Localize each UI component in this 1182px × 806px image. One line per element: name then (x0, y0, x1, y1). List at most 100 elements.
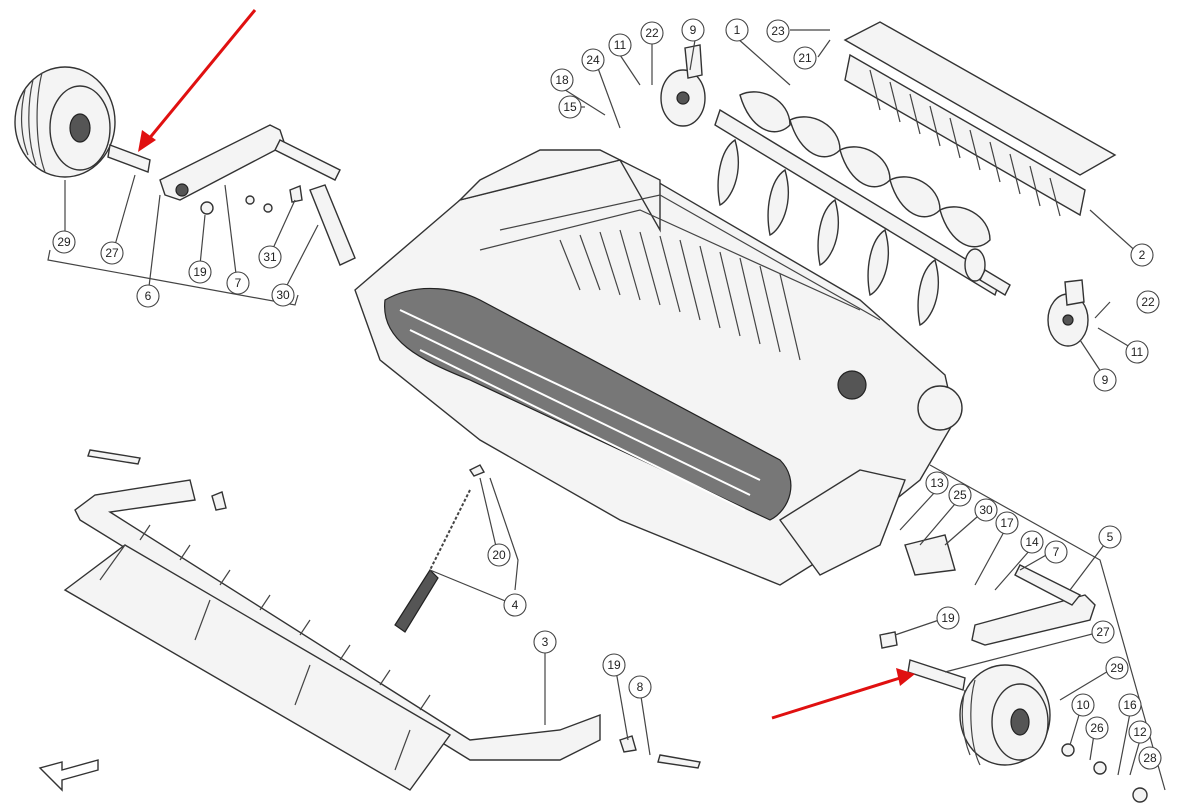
svg-text:7: 7 (235, 276, 242, 290)
tine-rotor (384, 287, 792, 521)
callout-6: 6 (136, 284, 160, 308)
callout-29-right: 29 (1105, 656, 1129, 680)
svg-text:19: 19 (607, 658, 621, 672)
callout-11-top: 11 (608, 33, 632, 57)
svg-text:30: 30 (979, 503, 993, 517)
tension-spring (394, 464, 486, 633)
svg-text:9: 9 (690, 23, 697, 37)
callout-17: 17 (995, 511, 1019, 535)
svg-text:23: 23 (771, 24, 785, 38)
bearing-plate-bottom (1047, 279, 1089, 347)
callout-14: 14 (1020, 530, 1044, 554)
callout-23: 23 (766, 19, 790, 43)
svg-text:4: 4 (512, 598, 519, 612)
svg-text:28: 28 (1143, 751, 1157, 765)
callout-27-right: 27 (1091, 620, 1115, 644)
stripper-comb (843, 21, 1117, 217)
callout-31: 31 (258, 245, 282, 269)
callout-28: 28 (1138, 746, 1162, 770)
svg-text:31: 31 (263, 250, 277, 264)
svg-text:12: 12 (1133, 725, 1147, 739)
svg-text:27: 27 (105, 246, 119, 260)
svg-text:29: 29 (57, 235, 71, 249)
svg-text:3: 3 (542, 635, 549, 649)
svg-text:21: 21 (798, 51, 812, 65)
callout-9-top: 9 (681, 18, 705, 42)
callout-18: 18 (550, 68, 574, 92)
callout-4: 4 (503, 593, 527, 617)
svg-text:5: 5 (1107, 530, 1114, 544)
svg-text:17: 17 (1000, 516, 1014, 530)
left-height-plate (309, 184, 356, 266)
svg-text:19: 19 (941, 611, 955, 625)
front-guard (63, 449, 601, 791)
svg-text:25: 25 (953, 488, 967, 502)
callout-19-right: 19 (936, 606, 960, 630)
svg-text:10: 10 (1076, 698, 1090, 712)
svg-text:16: 16 (1123, 698, 1137, 712)
bearing-plate-top (660, 44, 706, 127)
callout-1: 1 (725, 18, 749, 42)
callout-12: 12 (1128, 720, 1152, 744)
svg-text:26: 26 (1090, 721, 1104, 735)
left-small-parts (200, 185, 303, 215)
callout-19-left: 19 (188, 260, 212, 284)
left-wheel-axle (107, 144, 151, 173)
callout-10: 10 (1071, 693, 1095, 717)
svg-text:20: 20 (492, 548, 506, 562)
highlight-arrow-right (771, 668, 915, 720)
svg-text:13: 13 (930, 476, 944, 490)
svg-text:24: 24 (586, 53, 600, 67)
highlight-arrow-left (138, 9, 257, 152)
svg-text:11: 11 (1131, 345, 1144, 359)
callout-7-left: 7 (226, 271, 250, 295)
svg-text:7: 7 (1053, 545, 1060, 559)
svg-text:6: 6 (145, 289, 152, 303)
callout-3: 3 (533, 630, 557, 654)
svg-text:8: 8 (637, 680, 644, 694)
guide-tines (559, 229, 801, 361)
callout-2: 2 (1130, 243, 1154, 267)
right-height-plate (904, 534, 956, 576)
svg-text:9: 9 (1102, 373, 1109, 387)
callout-9-bottom: 9 (1093, 368, 1117, 392)
right-wheel-arm (971, 564, 1096, 646)
left-wheel (14, 66, 116, 178)
svg-text:22: 22 (645, 26, 659, 40)
callout-21: 21 (793, 46, 817, 70)
svg-text:22: 22 (1141, 295, 1155, 309)
callout-30-right: 30 (974, 498, 998, 522)
callout-26: 26 (1085, 716, 1109, 740)
svg-text:1: 1 (734, 23, 741, 37)
callout-7-right: 7 (1044, 540, 1068, 564)
svg-text:19: 19 (193, 265, 207, 279)
callout-30-left: 30 (271, 283, 295, 307)
svg-text:27: 27 (1096, 625, 1110, 639)
callout-11-right: 11 (1125, 340, 1149, 364)
callout-15: 15 (558, 95, 582, 119)
svg-text:30: 30 (276, 288, 290, 302)
svg-text:18: 18 (555, 73, 569, 87)
callout-25: 25 (948, 483, 972, 507)
callout-22-top: 22 (640, 21, 664, 45)
callout-27-left: 27 (100, 241, 124, 265)
callout-24: 24 (581, 48, 605, 72)
callout-13: 13 (925, 471, 949, 495)
callout-19-front: 19 (602, 653, 626, 677)
svg-text:14: 14 (1025, 535, 1039, 549)
callout-16: 16 (1118, 693, 1142, 717)
svg-text:29: 29 (1110, 661, 1124, 675)
right-wheel (959, 664, 1051, 766)
callout-29-left: 29 (52, 230, 76, 254)
callout-20: 20 (487, 543, 511, 567)
svg-text:15: 15 (563, 100, 577, 114)
left-wheel-arm (159, 124, 341, 201)
svg-text:2: 2 (1139, 248, 1146, 262)
callout-22-right: 22 (1136, 290, 1160, 314)
travel-direction-arrow-icon (38, 759, 99, 792)
rotor-assembly (714, 91, 1011, 327)
svg-text:11: 11 (614, 38, 627, 52)
right-small-parts (619, 631, 1148, 803)
pickup-frame (354, 149, 963, 586)
